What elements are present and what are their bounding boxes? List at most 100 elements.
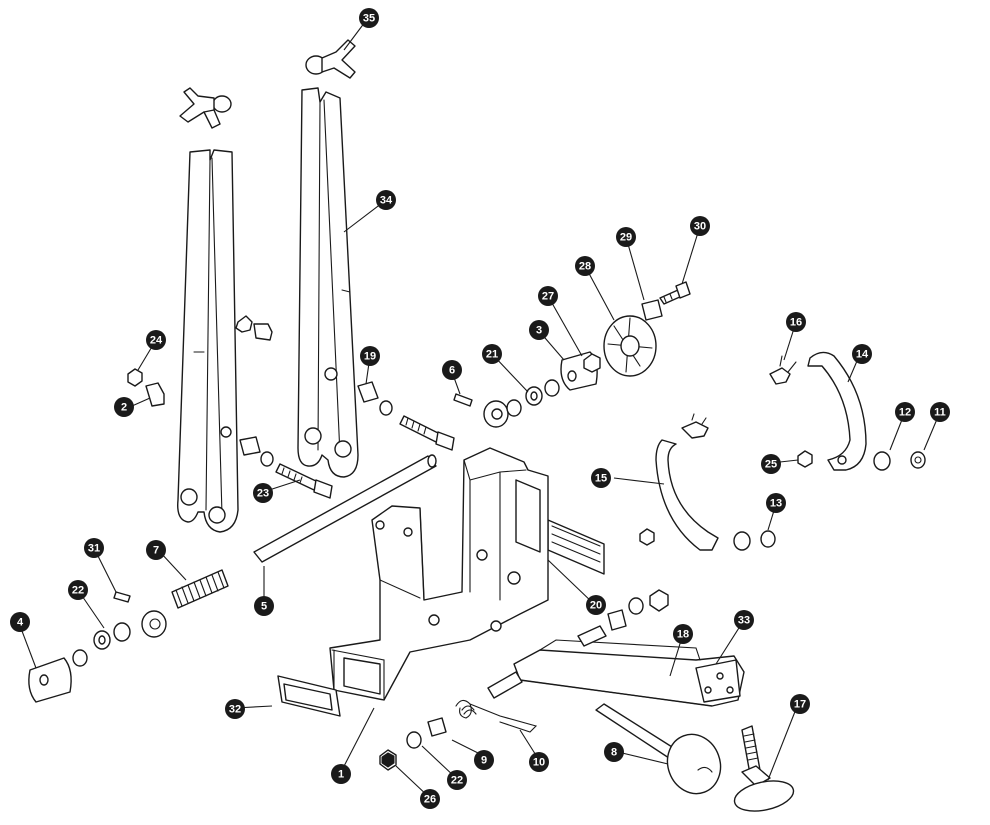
callout-11-circle bbox=[930, 402, 950, 422]
callout-27-label: 27 bbox=[542, 291, 554, 303]
nut-24 bbox=[127, 368, 143, 387]
callout-11: 11 bbox=[930, 402, 950, 422]
callout-31-label: 31 bbox=[88, 543, 100, 555]
left-upright-arm bbox=[177, 149, 239, 533]
wing-knob-left bbox=[179, 87, 232, 129]
callout-18: 18 bbox=[673, 624, 693, 644]
callout-17: 17 bbox=[790, 694, 810, 714]
callout-26-label: 26 bbox=[424, 794, 436, 806]
end-cap-20 bbox=[547, 519, 605, 575]
callout-26-circle bbox=[420, 789, 440, 809]
leveling-foot-17 bbox=[733, 725, 795, 812]
callout-1-label: 1 bbox=[338, 769, 344, 781]
callout-16-circle bbox=[786, 312, 806, 332]
nut-27 bbox=[583, 353, 601, 373]
callout-31-circle bbox=[84, 538, 104, 558]
callout-1-circle bbox=[331, 764, 351, 784]
nut-25 bbox=[797, 450, 813, 468]
callout-23-circle bbox=[253, 483, 273, 503]
callout-10: 10 bbox=[529, 752, 549, 772]
callout-30-circle bbox=[690, 216, 710, 236]
callout-1: 1 bbox=[331, 764, 351, 784]
foot-lever-18 bbox=[487, 625, 745, 707]
callout-13: 13 bbox=[766, 493, 786, 513]
callout-9-label: 9 bbox=[481, 755, 487, 767]
callout-22-circle bbox=[447, 770, 467, 790]
callout-32-circle bbox=[225, 699, 245, 719]
callout-19-label: 19 bbox=[364, 351, 376, 363]
callout-23: 23 bbox=[253, 483, 273, 503]
callout-8-label: 8 bbox=[611, 747, 617, 759]
callout-22: 22 bbox=[68, 580, 88, 600]
clip-16 bbox=[769, 355, 797, 385]
callout-2-label: 2 bbox=[121, 402, 127, 414]
callout-34-label: 34 bbox=[380, 195, 393, 207]
screw-6 bbox=[453, 393, 473, 407]
callout-17-label: 17 bbox=[794, 699, 806, 711]
callout-33-circle bbox=[734, 610, 754, 630]
callout-3-label: 3 bbox=[536, 325, 542, 337]
callout-14-circle bbox=[852, 344, 872, 364]
callout-22: 22 bbox=[447, 770, 467, 790]
callout-31: 31 bbox=[84, 538, 104, 558]
callout-26: 26 bbox=[420, 789, 440, 809]
spring-7 bbox=[171, 569, 229, 609]
callout-33: 33 bbox=[734, 610, 754, 630]
screw-30 bbox=[659, 281, 691, 305]
callout-3-circle bbox=[529, 320, 549, 340]
base-frame-1 bbox=[329, 447, 549, 701]
callout-24: 24 bbox=[146, 330, 166, 350]
callout-14: 14 bbox=[852, 344, 872, 364]
callout-33-label: 33 bbox=[738, 615, 750, 627]
hex-nut-and-bolt-upper bbox=[235, 315, 273, 341]
callout-25-circle bbox=[761, 454, 781, 474]
callout-12-label: 12 bbox=[899, 407, 911, 419]
caliper-arm-14 bbox=[807, 351, 867, 471]
callout-30-label: 30 bbox=[694, 221, 706, 233]
bushing-9 bbox=[427, 717, 447, 737]
callout-5-label: 5 bbox=[261, 601, 267, 613]
callout-18-circle bbox=[673, 624, 693, 644]
screw-31 bbox=[113, 591, 131, 603]
callout-16-label: 16 bbox=[790, 317, 802, 329]
callout-2: 2 bbox=[114, 397, 134, 417]
callout-25: 25 bbox=[761, 454, 781, 474]
callout-4-label: 4 bbox=[17, 617, 24, 629]
callout-22-circle bbox=[68, 580, 88, 600]
callout-20-label: 20 bbox=[590, 600, 602, 612]
callout-11-label: 11 bbox=[934, 407, 946, 419]
callout-10-circle bbox=[529, 752, 549, 772]
washer-21 bbox=[525, 379, 560, 406]
callout-29: 29 bbox=[616, 227, 636, 247]
bolt-2 bbox=[145, 382, 165, 407]
callout-24-circle bbox=[146, 330, 166, 350]
callout-20-circle bbox=[586, 595, 606, 615]
callout-13-label: 13 bbox=[770, 498, 782, 510]
callout-27-circle bbox=[538, 286, 558, 306]
washers-22-left bbox=[72, 622, 131, 667]
callout-32-label: 32 bbox=[229, 704, 241, 716]
plate-33 bbox=[726, 686, 734, 694]
callout-6-label: 6 bbox=[449, 365, 455, 377]
callout-32: 32 bbox=[225, 699, 245, 719]
bushing-19 bbox=[357, 381, 393, 416]
callout-35-circle bbox=[359, 8, 379, 28]
callout-25-label: 25 bbox=[765, 459, 777, 471]
callout-5: 5 bbox=[254, 596, 274, 616]
callout-22-label: 22 bbox=[451, 775, 463, 787]
callout-12: 12 bbox=[895, 402, 915, 422]
bushing-stack-right bbox=[607, 589, 669, 631]
callout-16: 16 bbox=[786, 312, 806, 332]
bolt-23 bbox=[275, 463, 333, 499]
callout-7: 7 bbox=[146, 540, 166, 560]
callout-34: 34 bbox=[376, 190, 396, 210]
sleeve-4 bbox=[28, 657, 72, 703]
nut-left-of-15 bbox=[639, 528, 655, 546]
cap-11 bbox=[910, 451, 926, 469]
callout-4-circle bbox=[10, 612, 30, 632]
callout-29-label: 29 bbox=[620, 232, 632, 244]
callout-22-label: 22 bbox=[72, 585, 84, 597]
caliper-arm-15 bbox=[655, 413, 719, 551]
